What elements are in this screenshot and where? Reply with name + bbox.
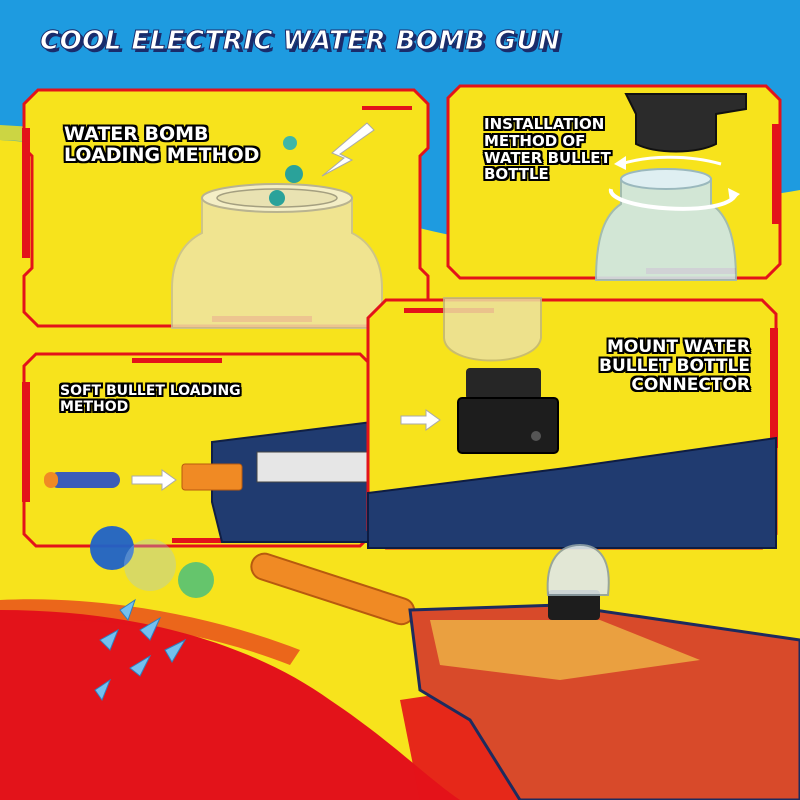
panel-water-bomb-loading: WATER BOMB LOADING METHOD: [22, 88, 430, 329]
water-bomb-label: WATER BOMB LOADING METHOD: [64, 123, 260, 167]
arrow-icon: [131, 469, 177, 491]
mount-label: MOUNT WATER BULLET BOTTLE CONNECTOR: [599, 337, 750, 396]
panel-installation-method: INSTALLATION METHOD OF WATER BULLET BOTT…: [446, 84, 782, 281]
blaster-illustration: [181, 420, 373, 543]
arrow-icon: [400, 409, 441, 431]
soft-bullet-label: SOFT BULLET LOADING METHOD: [60, 383, 241, 415]
arrow-icon: [321, 122, 375, 177]
page-title: COOL ELECTRIC WATER BOMB GUN: [39, 26, 561, 57]
rotate-arrows-icon: [609, 155, 740, 211]
foam-dart-icon: [44, 472, 120, 488]
panel-mount-connector: MOUNT WATER BULLET BOTTLE CONNECTOR: [366, 297, 778, 550]
installation-label: INSTALLATION METHOD OF WATER BULLET BOTT…: [484, 115, 611, 184]
water-bead-icon: [269, 136, 303, 206]
bottle-cap-illustration: [594, 93, 747, 281]
connector-illustration: [367, 297, 777, 549]
panel-soft-bullet-loading: SOFT BULLET LOADING METHOD: [22, 352, 374, 548]
